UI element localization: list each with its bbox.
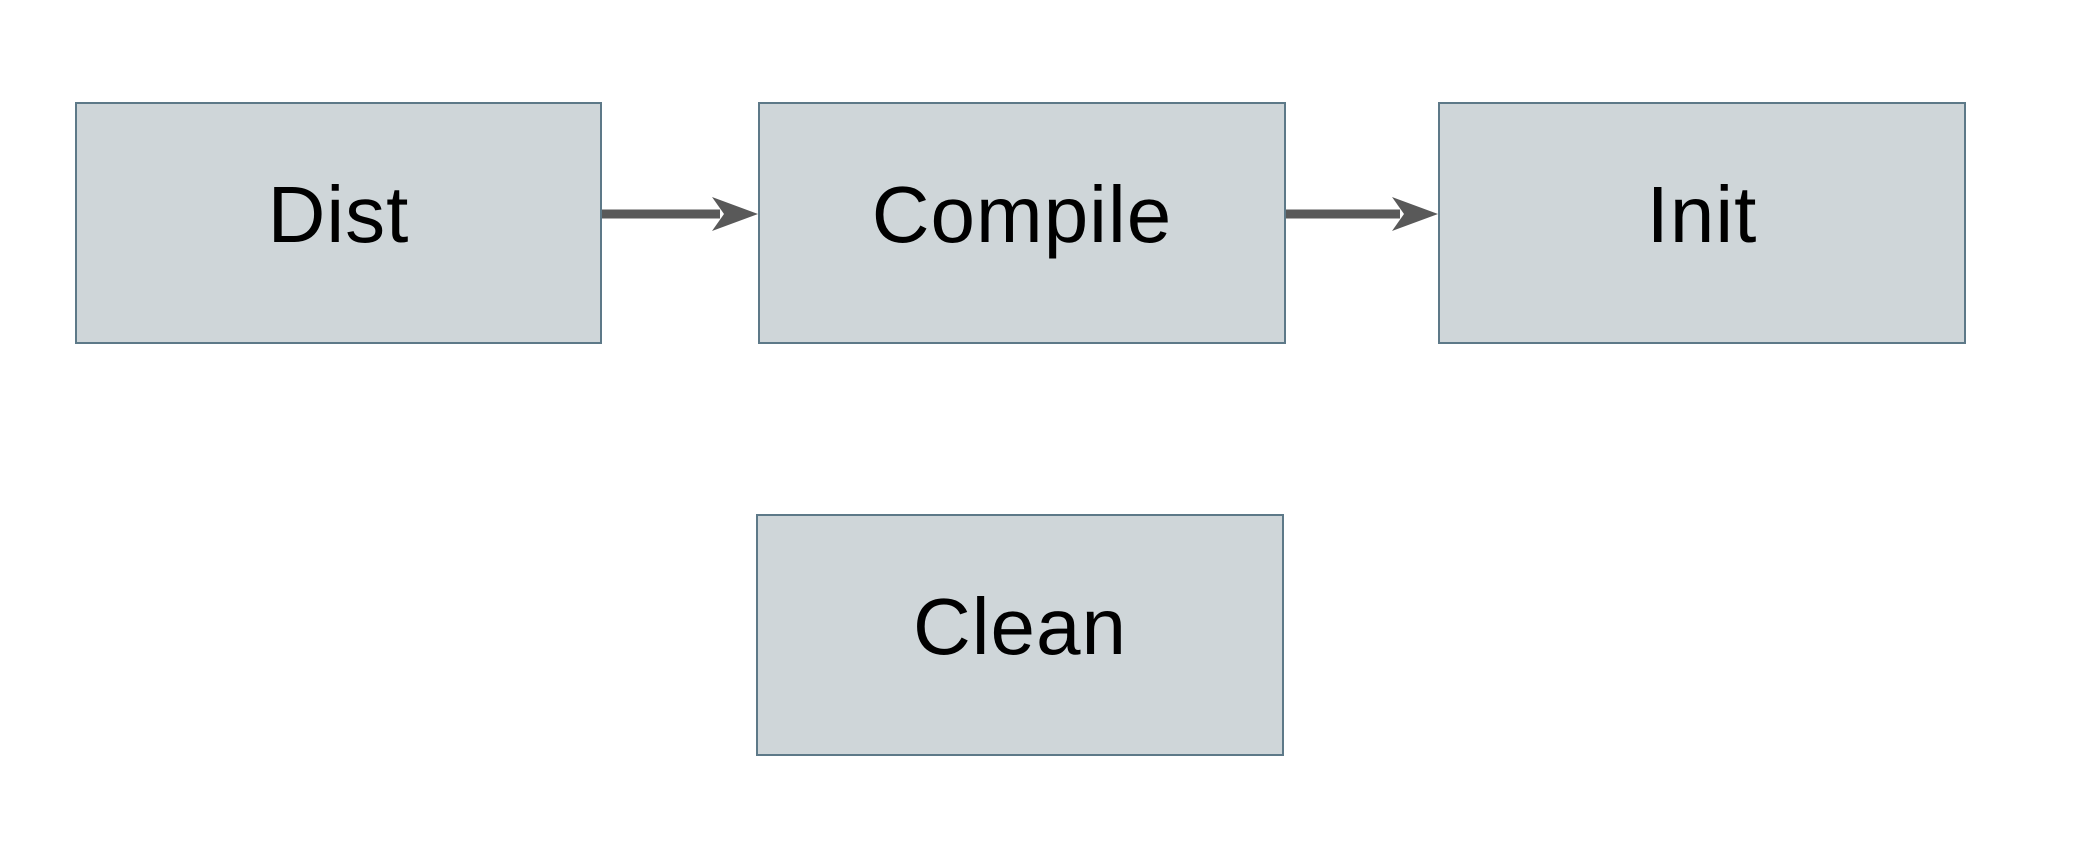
right-arrow-icon: [602, 197, 758, 231]
node-init-label: Init: [1646, 170, 1758, 259]
arrow-head: [712, 197, 758, 231]
arrow-dist-to-compile[interactable]: [602, 194, 758, 234]
node-dist-label: Dist: [267, 170, 410, 259]
node-compile[interactable]: Compile: [758, 102, 1286, 344]
node-clean[interactable]: Clean: [756, 514, 1284, 756]
node-compile-label: Compile: [871, 170, 1173, 259]
node-dist[interactable]: Dist: [75, 102, 602, 344]
node-init[interactable]: Init: [1438, 102, 1966, 344]
arrow-head: [1392, 197, 1438, 231]
node-clean-label: Clean: [912, 582, 1128, 671]
arrow-compile-to-init[interactable]: [1286, 194, 1438, 234]
right-arrow-icon: [1286, 197, 1438, 231]
